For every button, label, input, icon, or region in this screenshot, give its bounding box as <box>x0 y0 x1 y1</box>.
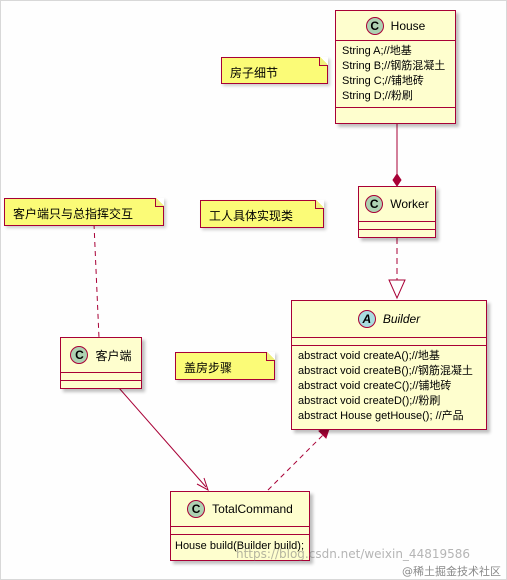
composition-diamond <box>392 173 402 187</box>
builder-method: abstract void createC();//铺地砖 <box>298 380 452 392</box>
csdn-watermark: https://blog.csdn.net/weixin_44819586 <box>236 547 471 561</box>
builder-note-text: 盖房步骤 <box>184 361 233 375</box>
builder-class[interactable]: A Builder abstract void createA();//地基 a… <box>291 300 487 430</box>
client-note-text: 客户端只与总指挥交互 <box>13 207 134 221</box>
client-note-connector <box>93 223 100 339</box>
totalcommand-class[interactable]: C TotalCommand House build(Builder build… <box>170 491 310 561</box>
worker-class-name: Worker <box>390 197 429 211</box>
class-icon: C <box>365 195 384 213</box>
house-field: String B;//钢筋混凝土 <box>342 60 446 72</box>
note-fold-icon <box>266 352 275 361</box>
builder-methods: abstract void createA();//地基 abstract vo… <box>292 345 486 427</box>
note-fold-icon <box>319 57 328 66</box>
note-fold-icon <box>155 198 164 207</box>
totalcommand-builder-dependency-line <box>267 431 327 491</box>
house-field: String D;//粉刷 <box>342 90 413 102</box>
worker-note: 工人具体实现类 <box>200 200 324 228</box>
house-field: String C;//铺地砖 <box>342 75 424 87</box>
builder-note: 盖房步骤 <box>175 352 275 380</box>
house-class-header: C House <box>336 11 455 41</box>
worker-fields <box>359 222 435 229</box>
client-totalcommand-association-line <box>118 387 207 488</box>
abstract-class-icon: A <box>357 310 376 328</box>
totalcommand-method: House build(Builder build); <box>175 540 305 552</box>
juejin-watermark: @稀土掘金技术社区 <box>402 563 501 579</box>
house-class[interactable]: C House String A;//地基 String B;//钢筋混凝土 S… <box>335 10 456 124</box>
class-icon: C <box>70 346 89 364</box>
builder-class-name: Builder <box>382 312 421 326</box>
worker-note-text: 工人具体实现类 <box>209 209 294 223</box>
totalcommand-fields <box>171 527 309 534</box>
builder-method: abstract House getHouse(); //产品 <box>298 410 464 422</box>
worker-methods <box>359 229 435 237</box>
totalcommand-methods: House build(Builder build); <box>171 534 309 558</box>
house-note: 房子细节 <box>221 57 328 84</box>
client-class[interactable]: C 客户端 <box>60 337 142 389</box>
house-field: String A;//地基 <box>342 45 412 57</box>
house-methods <box>336 107 455 115</box>
client-class-header: C 客户端 <box>61 338 141 373</box>
builder-method: abstract void createA();//地基 <box>298 350 440 362</box>
builder-fields <box>292 338 486 345</box>
client-class-name: 客户端 <box>95 348 132 363</box>
worker-class-header: C Worker <box>359 187 435 222</box>
association-arrowhead <box>196 477 209 492</box>
builder-class-header: A Builder <box>292 301 486 338</box>
builder-method: abstract void createD();//粉刷 <box>298 395 441 407</box>
client-note: 客户端只与总指挥交互 <box>4 198 164 226</box>
totalcommand-class-name: TotalCommand <box>212 502 293 516</box>
house-fields: String A;//地基 String B;//钢筋混凝土 String C;… <box>336 41 455 107</box>
house-class-name: House <box>390 18 426 33</box>
client-methods <box>61 380 141 388</box>
realization-arrowhead <box>388 279 406 300</box>
class-icon: C <box>365 16 384 35</box>
note-fold-icon <box>315 200 324 209</box>
class-icon: C <box>187 500 206 518</box>
house-note-text: 房子细节 <box>230 66 279 80</box>
builder-method: abstract void createB();//钢筋混凝土 <box>298 365 473 377</box>
client-fields <box>61 373 141 380</box>
totalcommand-class-header: C TotalCommand <box>171 492 309 527</box>
worker-class[interactable]: C Worker <box>358 186 436 238</box>
